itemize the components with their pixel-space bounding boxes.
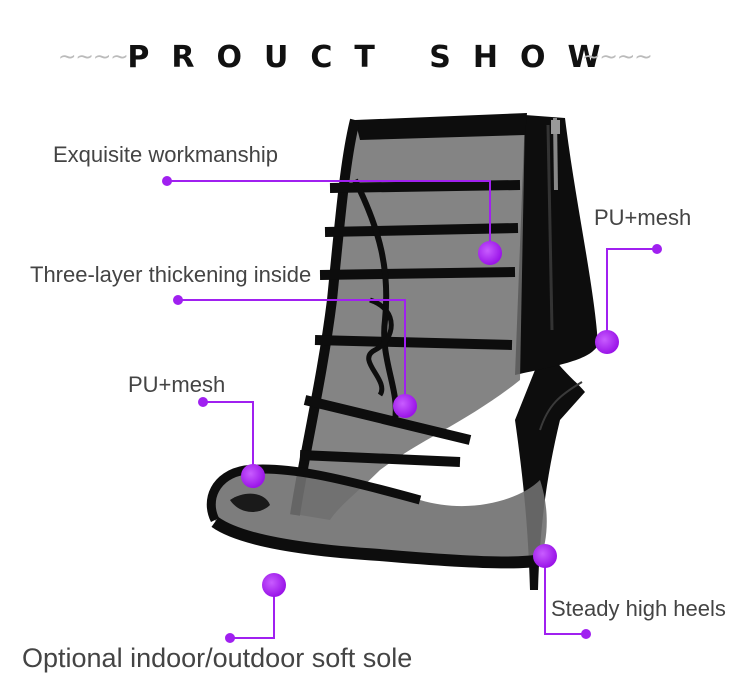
callout-lines <box>167 180 657 639</box>
callout-thickening-label: Three-layer thickening inside <box>30 262 312 287</box>
callout-workmanship-label: Exquisite workmanship <box>53 142 278 167</box>
page-title: PROUCT SHOW <box>127 40 623 75</box>
shoe-image <box>206 113 598 590</box>
callout-dots <box>162 176 662 643</box>
callout-heel-label: Steady high heels <box>551 596 726 621</box>
callout-upper-material-label: PU+mesh <box>594 205 692 230</box>
left-ornament: ~~~~ <box>58 45 129 70</box>
right-ornament: ~~~~ <box>582 45 653 70</box>
callout-sole-label: Optional indoor/outdoor soft sole <box>22 643 413 673</box>
callout-front-material-label: PU+mesh <box>128 372 226 397</box>
